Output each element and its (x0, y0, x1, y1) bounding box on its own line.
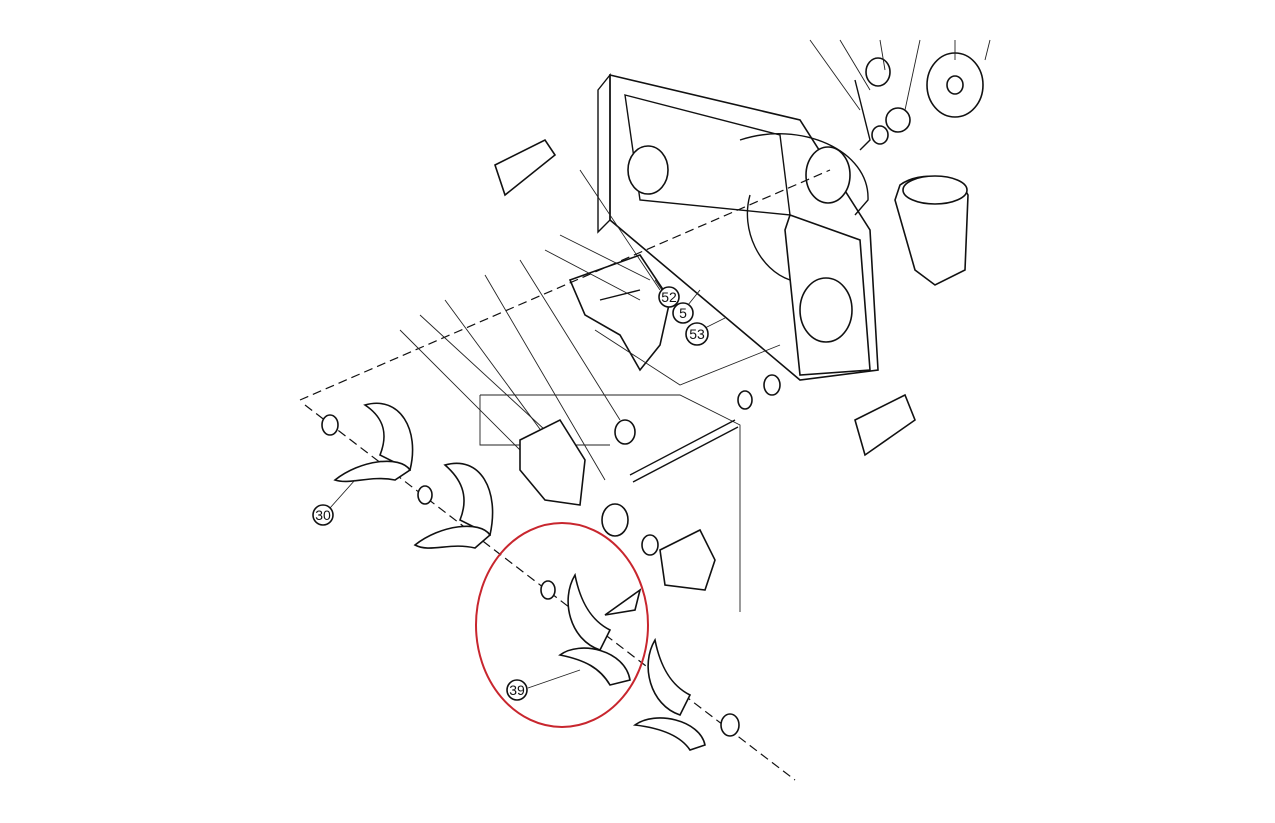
callout-52: 52 (654, 279, 680, 308)
auger-right-outer (632, 637, 740, 751)
callout-39: 39 (506, 669, 581, 701)
callout-5: 5 (672, 289, 701, 324)
gearbox-and-shaft (519, 374, 781, 591)
drive-assembly (809, 39, 991, 286)
svg-text:53: 53 (689, 326, 705, 342)
callout-30: 30 (312, 479, 356, 526)
auger-right-inner (540, 572, 642, 686)
auger-housing (597, 73, 879, 381)
assembly-axis-upper (299, 169, 831, 401)
auger-left-inner (413, 462, 494, 549)
svg-text:30: 30 (315, 507, 331, 523)
svg-text:39: 39 (509, 682, 525, 698)
svg-text:52: 52 (661, 289, 677, 305)
callout-53: 53 (685, 317, 726, 346)
skid-shoes (494, 138, 916, 457)
auger-left-outer (321, 402, 414, 483)
highlight-circle (475, 522, 649, 728)
svg-text:5: 5 (679, 305, 687, 321)
impeller (568, 254, 671, 372)
